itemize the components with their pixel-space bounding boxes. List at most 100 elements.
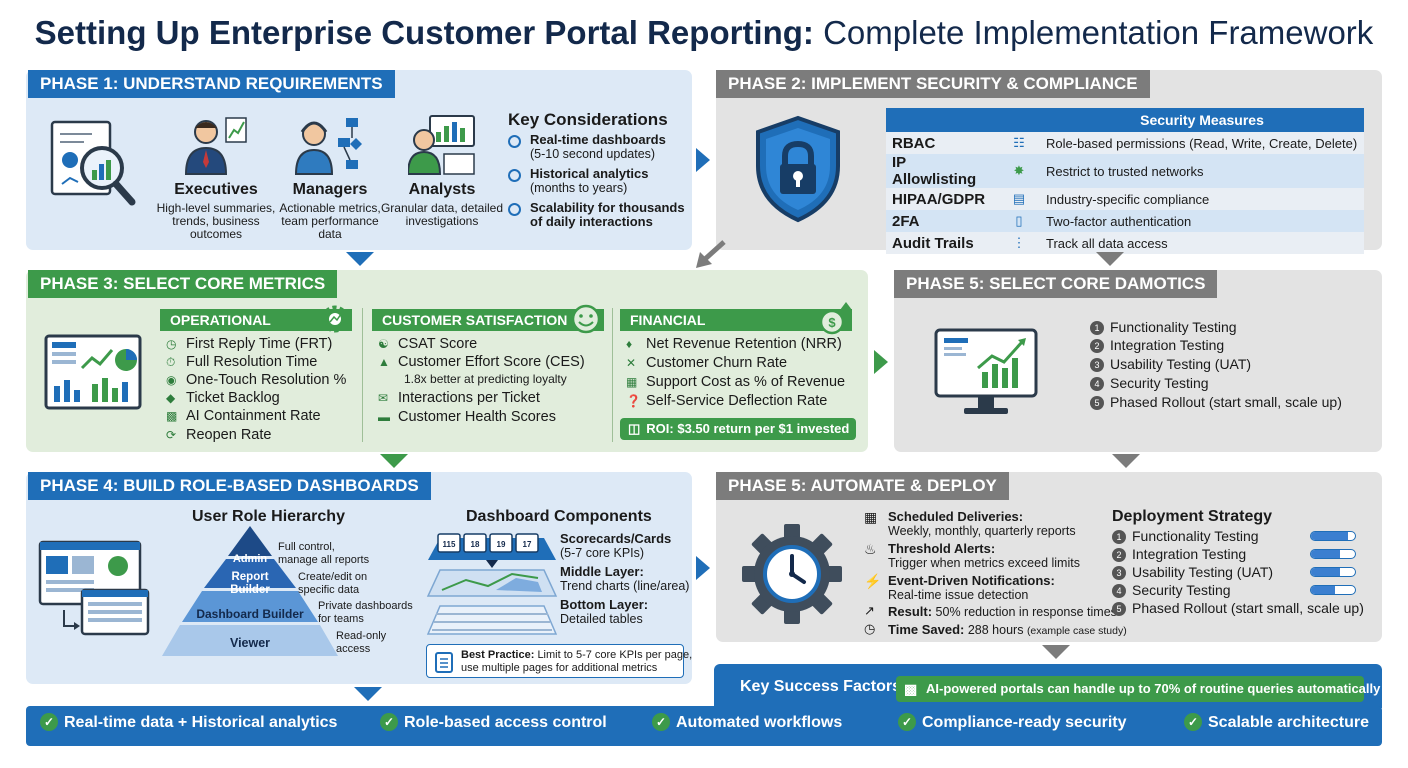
kc-item-sub: (5-10 second updates) [530, 147, 656, 161]
component-bold: Middle Layer: [560, 564, 644, 579]
checklist-icon [435, 652, 453, 673]
key-considerations-title: Key Considerations [508, 110, 668, 129]
executive-icon [184, 117, 247, 175]
security-table-header: Security Measures [1040, 108, 1364, 132]
check-icon: ✓ [40, 713, 58, 731]
role-desc-line: outcomes [189, 227, 243, 241]
component-middle: Middle Layer: Trend charts (line/area) [560, 564, 690, 594]
clock-icon [508, 135, 521, 148]
feature-result: ↗ Result: 50% reduction in response time… [864, 604, 1117, 620]
security-row-name: RBAC [886, 132, 998, 154]
metric-label: Net Revenue Retention (NRR) [646, 336, 842, 352]
security-row-name: 2FA [886, 210, 998, 232]
metric-label: Interactions per Ticket [398, 390, 540, 406]
success-item: ✓Role-based access control [380, 713, 607, 732]
component-bottom: Bottom Layer: Detailed tables [560, 598, 648, 627]
category-satisfaction: CUSTOMER SATISFACTION [372, 309, 604, 331]
phase5-deploy-tab: PHASE 5: AUTOMATE & DEPLOY [716, 472, 1009, 500]
lightning-icon: ⚡ [864, 573, 882, 589]
progress-fill [1311, 532, 1349, 540]
people-icon: ☯ [378, 337, 389, 351]
metric-item: ✉ Interactions per Ticket [378, 390, 540, 406]
arrow-down-icon [346, 252, 374, 266]
document-icon: ▤ [998, 188, 1040, 210]
chat-icon: ✉ [378, 391, 389, 405]
strategy-item: 2 Integration Testing [1112, 546, 1246, 562]
metric-item: ▲Customer Effort Score (CES) [378, 354, 585, 370]
kc-item-scalability: Scalability for thousands of daily inter… [508, 201, 685, 229]
role-executives-desc: High-level summaries, trends, business o… [156, 202, 276, 241]
metric-label: First Reply Time (FRT) [186, 336, 333, 352]
success-item-label: Compliance-ready security [922, 714, 1127, 731]
pyramid-desc-admin: Full control, manage all reports [278, 541, 370, 566]
table-row: IP Allowlisting ✸ Restrict to trusted ne… [886, 154, 1364, 188]
security-row-desc: Track all data access [1040, 232, 1364, 254]
number-4-icon: 4 [1112, 584, 1126, 598]
churn-icon: ✕ [626, 356, 637, 370]
metric-item: ◆Ticket Backlog [166, 390, 280, 406]
testing-label: Integration Testing [1110, 337, 1225, 353]
strategy-label: Security Testing [1132, 582, 1231, 598]
role-desc-line: trends, business [172, 214, 260, 228]
metric-item: ⏱Full Resolution Time [166, 354, 317, 370]
testing-label: Phased Rollout (start small, scale up) [1110, 394, 1342, 410]
feature-bold: Scheduled Deliveries: [888, 509, 1024, 524]
testing-label: Functionality Testing [1110, 319, 1237, 335]
security-row-desc: Industry-specific compliance [1040, 188, 1364, 210]
arrow-diagonal-icon [696, 240, 726, 268]
testing-label: Security Testing [1110, 375, 1209, 391]
arrow-right-icon [696, 556, 710, 580]
feature-bold: Event-Driven Notifications: [888, 573, 1055, 588]
svg-text:$: $ [828, 315, 836, 330]
feature-threshold: ♨ Threshold Alerts: Trigger when metrics… [864, 541, 1080, 571]
metric-label: Self-Service Deflection Rate [646, 393, 828, 409]
role-desc-line: Granular data, detailed [380, 201, 504, 215]
security-table: Security Measures RBAC ☷ Role-based perm… [886, 108, 1364, 254]
success-bar [26, 706, 1382, 746]
success-item-label: Role-based access control [404, 714, 607, 731]
kc-item-sub: of daily interactions [530, 214, 653, 229]
divider [362, 308, 363, 442]
best-practice-bold: Best Practice: [461, 649, 535, 661]
metric-label: Ticket Backlog [186, 390, 280, 406]
feature-bold: Threshold Alerts: [888, 541, 996, 556]
number-2-icon: 2 [1112, 548, 1126, 562]
component-scorecards: Scorecards/Cards (5-7 core KPIs) [560, 532, 671, 561]
clock-icon: ◷ [864, 621, 876, 636]
metric-item: ◷ First Reply Time (FRT) [166, 336, 332, 352]
metric-label: Customer Effort Score (CES) [398, 354, 585, 370]
coins-icon: ◫ [628, 421, 641, 436]
monitor-chart-icon [934, 328, 1038, 414]
component-sub: (5-7 core KPIs) [560, 546, 645, 560]
strategy-label: Integration Testing [1132, 546, 1247, 562]
security-row-desc: Role-based permissions (Read, Write, Cre… [1040, 132, 1364, 154]
result-bold: Result: [888, 604, 933, 619]
feature-event: ⚡ Event-Driven Notifications: Real-time … [864, 573, 1055, 603]
metric-item: ▬Customer Health Scores [378, 409, 556, 425]
feature-sub: Trigger when metrics exceed limits [888, 556, 1080, 570]
success-highlight-text: AI-powered portals can handle up to 70% … [926, 681, 1381, 696]
title-normal: Complete Implementation Framework [823, 14, 1374, 51]
dashboard-monitor-icon [44, 334, 142, 410]
check-icon: ✓ [1184, 713, 1202, 731]
best-practice-line1: Limit to 5-7 core KPIs per page, [537, 649, 693, 661]
best-practice-box: Best Practice: Limit to 5-7 core KPIs pe… [426, 644, 692, 678]
success-item: ✓Real-time data + Historical analytics [40, 713, 337, 732]
number-2-icon: 2 [1090, 339, 1104, 353]
component-sub: Trend charts (line/area) [560, 579, 690, 593]
arrow-down-icon [1112, 454, 1140, 468]
metric-item: ♦Net Revenue Retention (NRR) [626, 336, 842, 352]
kc-item-bold: Real-time dashboards [530, 132, 666, 147]
progress-bar [1310, 567, 1356, 577]
clock-icon: ◷ [166, 337, 177, 351]
kc-item-realtime: Real-time dashboards (5-10 second update… [508, 133, 666, 161]
metric-label: Full Resolution Time [186, 354, 318, 370]
metric-item: ◉One-Touch Resolution % [166, 372, 346, 388]
progress-bar [1310, 531, 1356, 541]
robot-chat-icon: ▩ [904, 681, 918, 697]
roi-badge: ◫ROI: $3.50 return per $1 invested [620, 418, 856, 440]
kc-item-sub: (months to years) [530, 181, 628, 195]
strategy-label: Usability Testing (UAT) [1132, 564, 1274, 580]
